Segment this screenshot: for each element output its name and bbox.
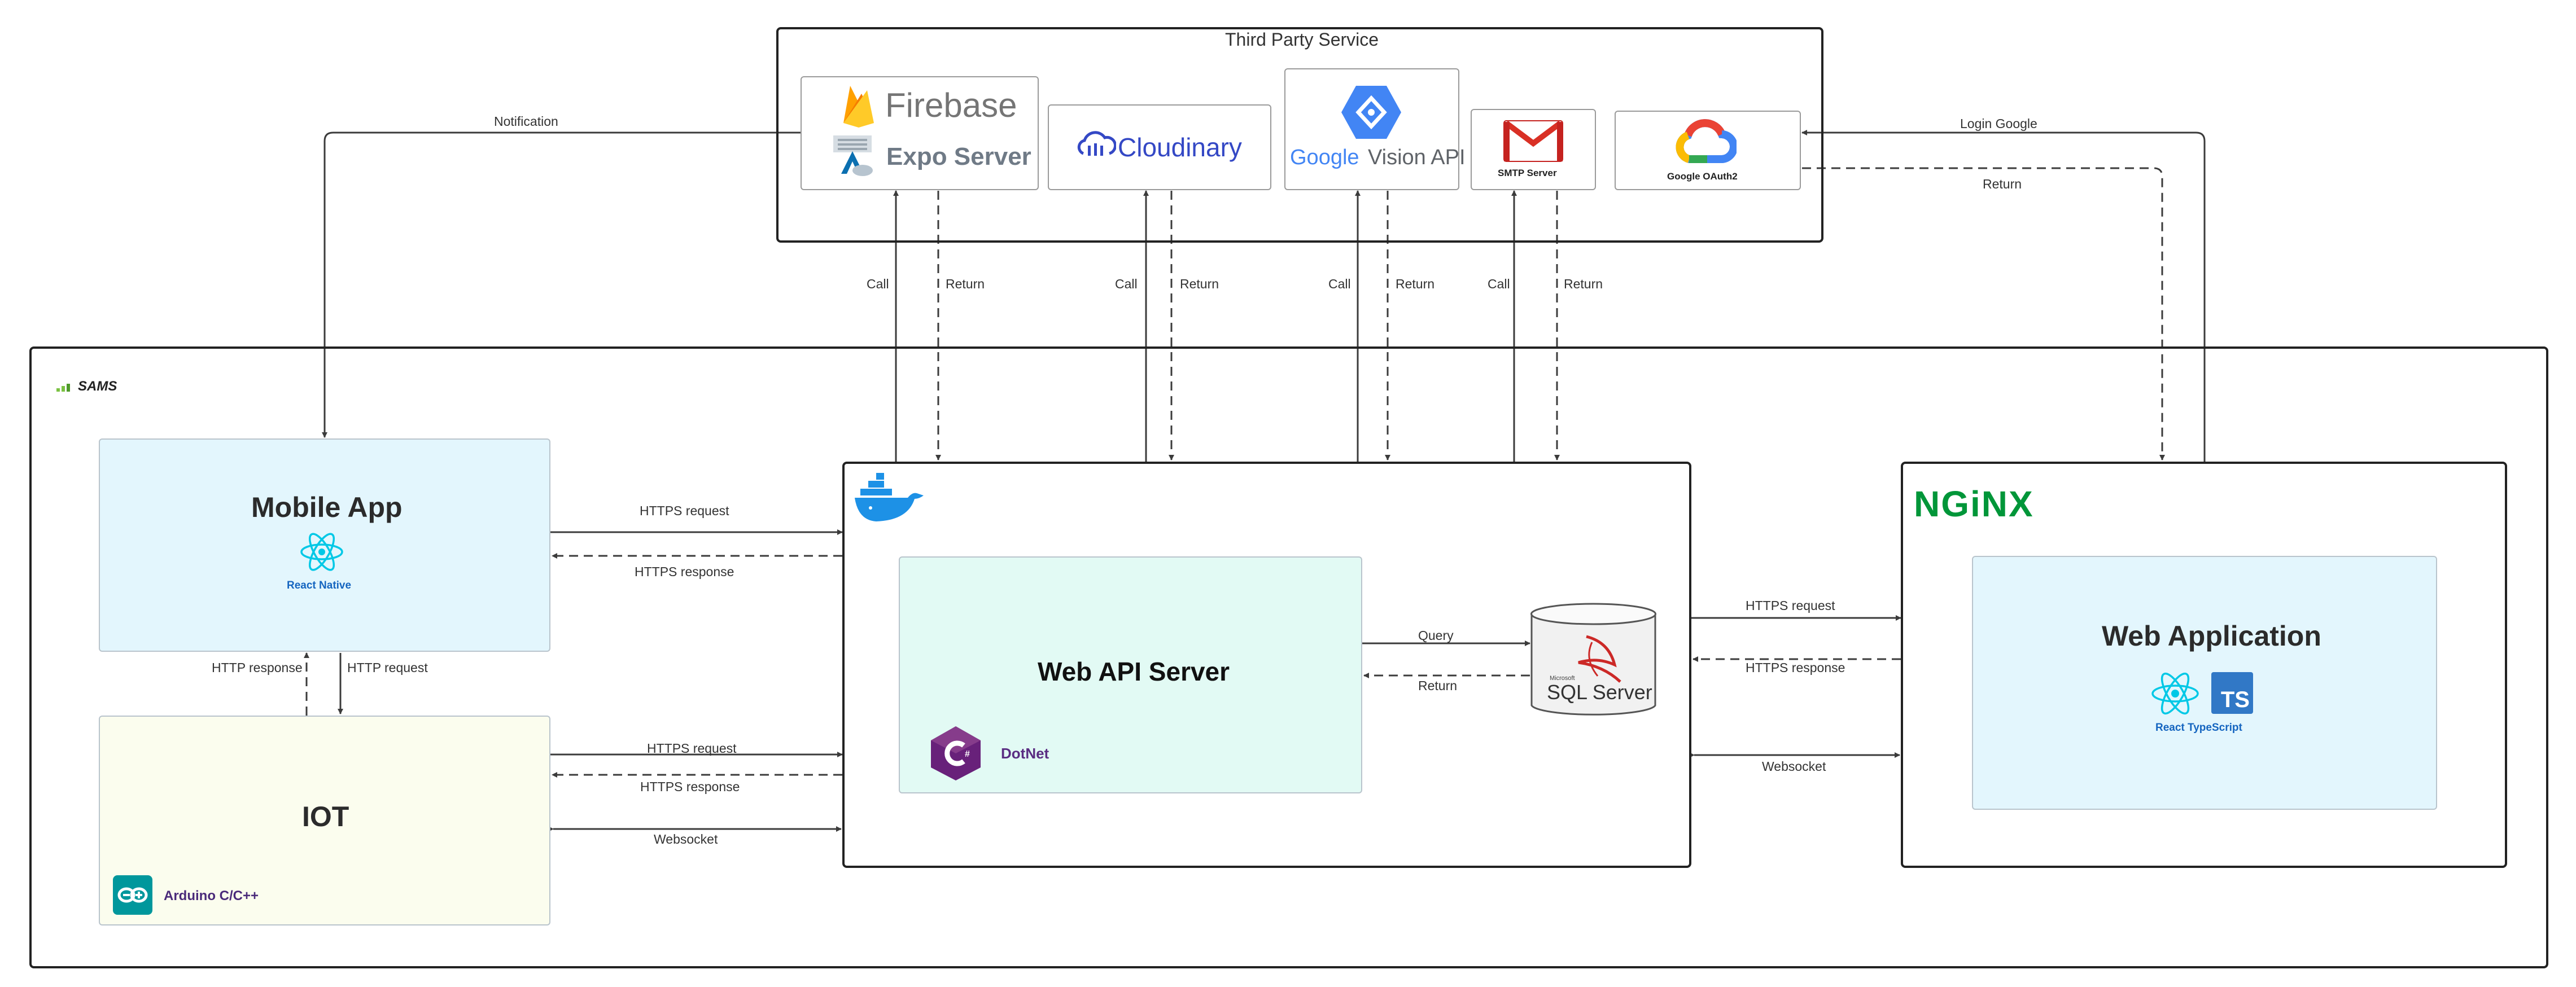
google-cloud-icon [1676, 119, 1737, 163]
iot-tech-label: Arduino C/C++ [164, 888, 259, 903]
label-return-2: Return [1180, 277, 1219, 291]
cloudinary-card [1048, 104, 1271, 190]
expo-server-label: Expo Server [886, 143, 1031, 170]
label-http-request: HTTP request [347, 660, 428, 675]
edge-return-oauth [1802, 167, 2165, 460]
label-login-google: Login Google [1960, 116, 2037, 131]
mobile-app-title: Mobile App [251, 492, 403, 523]
typescript-icon: TS [2211, 672, 2253, 714]
label-mobile-https-request: HTTPS request [640, 503, 729, 518]
edge-login-google [1801, 130, 2206, 462]
cloudinary-label: Cloudinary [1118, 133, 1242, 162]
vision-google-label: Google [1290, 146, 1359, 169]
sql-microsoft-label: Microsoft [1550, 675, 1575, 682]
label-iot-websocket: Websocket [654, 832, 718, 846]
label-iot-https-response: HTTPS response [640, 779, 740, 794]
edge-notification [322, 131, 802, 438]
cloudinary-icon [1077, 131, 1116, 156]
third-party-title: Third Party Service [1225, 29, 1379, 50]
label-query: Query [1418, 628, 1454, 643]
web-frame [1901, 462, 2507, 868]
label-sql-return: Return [1418, 678, 1458, 693]
vision-icon [1341, 86, 1401, 139]
web-app-box [1972, 556, 2437, 810]
label-return-oauth: Return [1983, 177, 2022, 191]
mobile-tech-label: React Native [287, 580, 352, 591]
iot-box [99, 716, 550, 925]
label-http-response: HTTP response [212, 660, 303, 675]
label-return-1: Return [946, 277, 985, 291]
third-party-frame [776, 27, 1823, 243]
smtp-label: SMTP Server [1498, 168, 1557, 178]
react-web-icon [2151, 672, 2199, 715]
sql-database-icon [1530, 603, 1656, 716]
label-call-2: Call [1115, 277, 1138, 291]
firebase-label: Firebase [885, 86, 1017, 124]
arduino-icon [113, 875, 152, 915]
sams-brand: SAMS [78, 379, 117, 394]
web-app-title: Web Application [2102, 620, 2321, 652]
sql-server-label: SQL Server [1547, 681, 1652, 704]
label-iot-https-request: HTTPS request [647, 741, 737, 756]
svg-text:#: # [965, 749, 970, 759]
api-title: Web API Server [1038, 657, 1230, 686]
web-tech-label: React TypeScript [2155, 722, 2242, 734]
firebase-expo-card [801, 76, 1039, 190]
oauth-label: Google OAuth2 [1667, 171, 1738, 182]
typescript-label: TS [2220, 687, 2250, 712]
sams-logo-icon [56, 384, 70, 392]
label-call-3: Call [1328, 277, 1351, 291]
sams-frame [29, 346, 2548, 968]
expo-icon [833, 135, 873, 176]
react-icon [300, 533, 343, 571]
label-web-https-response: HTTPS response [1746, 660, 1845, 675]
docker-icon [855, 473, 924, 521]
iot-title: IOT [302, 801, 349, 832]
label-call-1: Call [867, 277, 889, 291]
label-notification: Notification [494, 114, 558, 129]
vision-api-label: Vision API [1368, 146, 1466, 169]
csharp-icon: # [931, 726, 981, 780]
label-return-4: Return [1564, 277, 1603, 291]
firebase-icon [843, 86, 874, 128]
label-web-websocket: Websocket [1762, 759, 1826, 774]
gmail-icon [1503, 120, 1563, 162]
label-mobile-https-response: HTTPS response [635, 564, 734, 579]
api-frame [842, 462, 1691, 868]
label-call-4: Call [1488, 277, 1510, 291]
label-return-3: Return [1396, 277, 1435, 291]
label-web-https-request: HTTPS request [1746, 598, 1835, 613]
api-tech-label: DotNet [1001, 745, 1049, 762]
nginx-logo: NGiNX [1914, 484, 2034, 524]
